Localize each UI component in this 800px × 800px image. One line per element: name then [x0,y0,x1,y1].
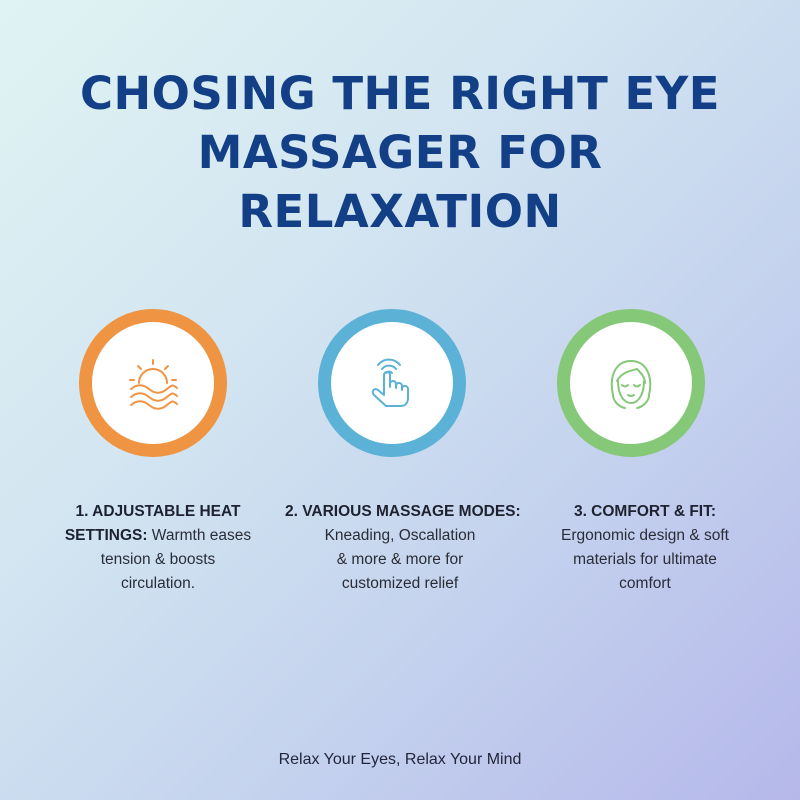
title-line: RELAXATION [238,185,562,238]
feature-heading: 1. ADJUSTABLE HEAT [75,503,241,520]
feature-text-line: circulation. [120,575,196,592]
feature-text-inline: Warmth eases [147,527,252,544]
feature-heat-description: 1. ADJUSTABLE HEAT SETTINGS: Warmth ease… [43,500,273,596]
feature-comfort-description: 3. COMFORT & FIT: Ergonomic design & sof… [530,500,760,596]
massage-modes-badge [318,309,466,457]
sun-waves-icon [129,359,178,410]
feature-text-line: Kneading, Oscallation [324,527,476,544]
feature-heading-line: SETTINGS: Warmth eases [43,524,273,548]
feature-text-line: tension & boosts [100,551,216,568]
page-title: CHOSING THE RIGHT EYE MASSAGER FOR RELAX… [0,64,800,241]
feature-text-line: Ergonomic design & soft [560,527,729,544]
tagline: Relax Your Eyes, Relax Your Mind [278,751,522,768]
relaxed-face-icon [610,360,652,409]
feature-heading: 2. VARIOUS MASSAGE MODES: [285,503,521,520]
feature-text-line: & more & more for [336,551,464,568]
heat-feature-badge [79,309,227,457]
hand-tap-icon [371,358,409,407]
feature-modes-description: 2. VARIOUS MASSAGE MODES: Kneading, Osca… [285,500,521,596]
feature-heading-cont: SETTINGS: [64,527,148,544]
feature-heading: 3. COMFORT & FIT: [573,503,717,520]
feature-text-line: materials for ultimate [573,551,717,568]
feature-text-line: comfort [619,575,671,592]
feature-text-line: customized relief [341,575,459,592]
title-line: MASSAGER FOR [197,126,603,179]
comfort-fit-badge [557,309,705,457]
title-line: CHOSING THE RIGHT EYE [79,67,721,120]
